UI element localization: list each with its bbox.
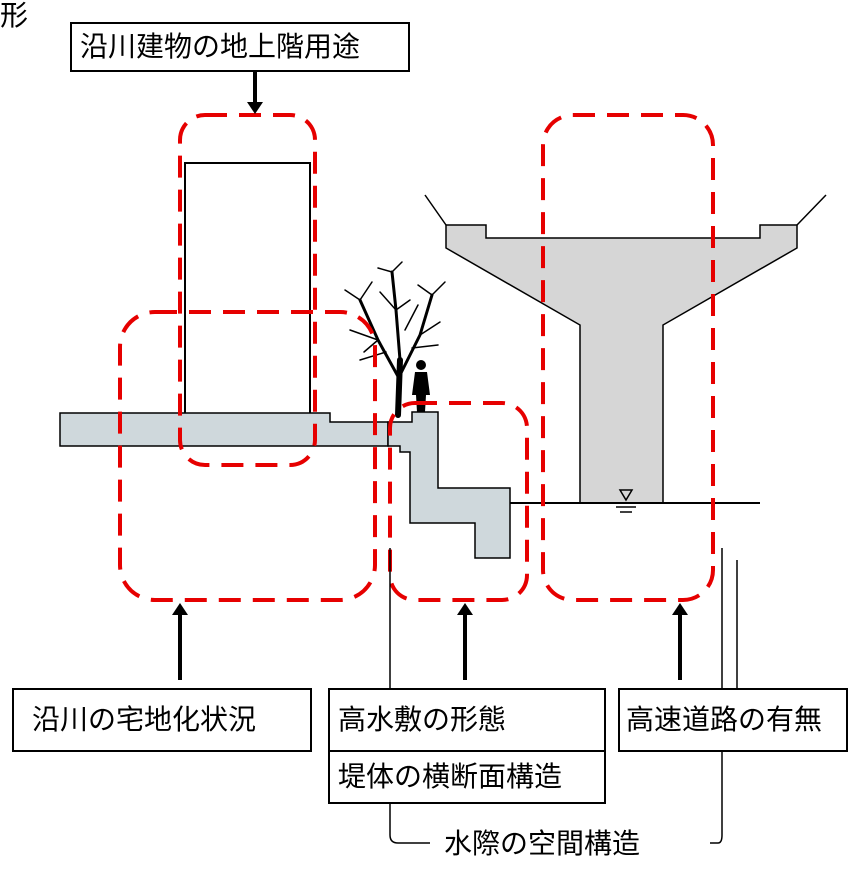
corner-fragment: 形 [0,0,29,32]
expressway-pier [445,224,798,504]
outline-building-use [178,113,317,467]
label-building-use: 沿川建物の地上階用途 [70,22,410,72]
building [184,162,311,416]
waterside-bracket [389,548,723,844]
water-level-icon [616,489,636,513]
expressway-railing-left [424,194,447,226]
label-levee-section: 堤体の横断面構造 [328,750,606,804]
arrow-expressway [672,603,688,680]
arrow-residential [172,603,188,680]
outline-residential [118,310,377,602]
label-floodplain-form: 高水敷の形態 [328,688,606,752]
outline-expressway [541,113,715,602]
label-expressway: 高速道路の有無 [618,688,848,752]
levee-body [387,411,511,559]
tree-icon [344,261,446,418]
expressway-railing-right [796,194,827,226]
label-waterside: 水際の空間構造 [438,830,647,858]
arrow-building-use [247,72,263,114]
label-residential: 沿川の宅地化状況 [12,688,312,752]
ground-strip [59,412,389,447]
arrow-floodplain [457,603,473,680]
outline-floodplain [388,401,529,602]
